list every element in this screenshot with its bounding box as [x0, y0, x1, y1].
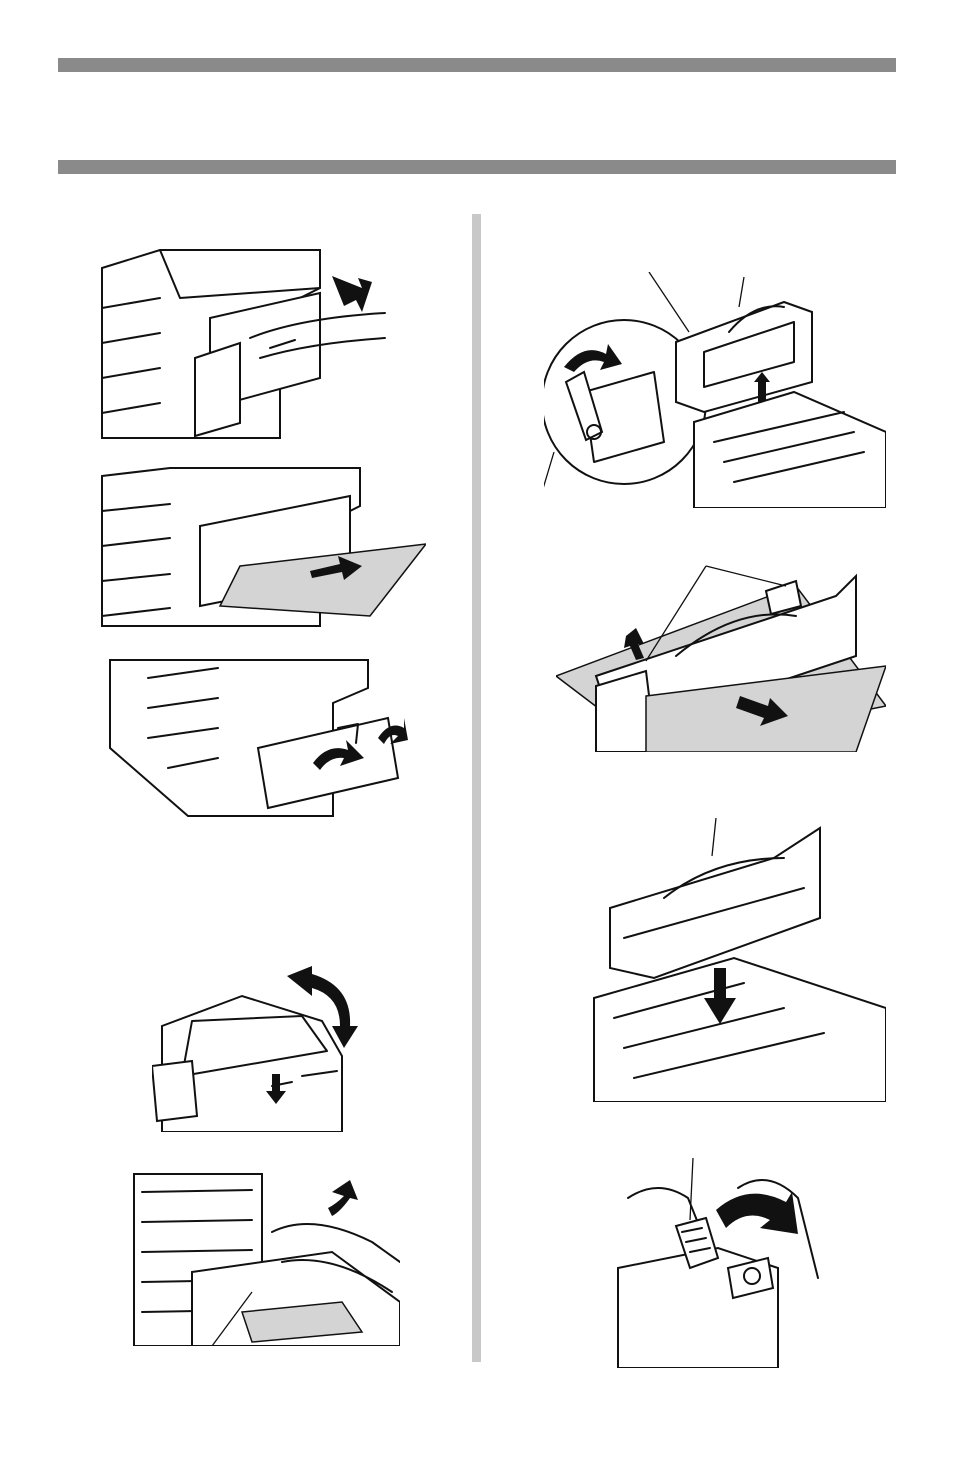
paper-remove-icon — [100, 466, 426, 628]
fuser-lock-lever-icon — [598, 1158, 834, 1368]
printer-rear-duplex-open-icon — [100, 248, 390, 440]
column-divider — [472, 214, 481, 1362]
second-rule — [58, 160, 896, 174]
printer-top-cover-open-icon — [152, 966, 362, 1132]
top-rule — [58, 58, 896, 72]
hands-remove-jam-icon — [132, 1172, 400, 1346]
fuser-lever-icon — [544, 272, 886, 508]
fuser-insert-icon — [584, 818, 886, 1102]
printer-rear-duplex-close-icon — [108, 658, 408, 818]
fuser-paper-pull-icon — [556, 556, 886, 752]
